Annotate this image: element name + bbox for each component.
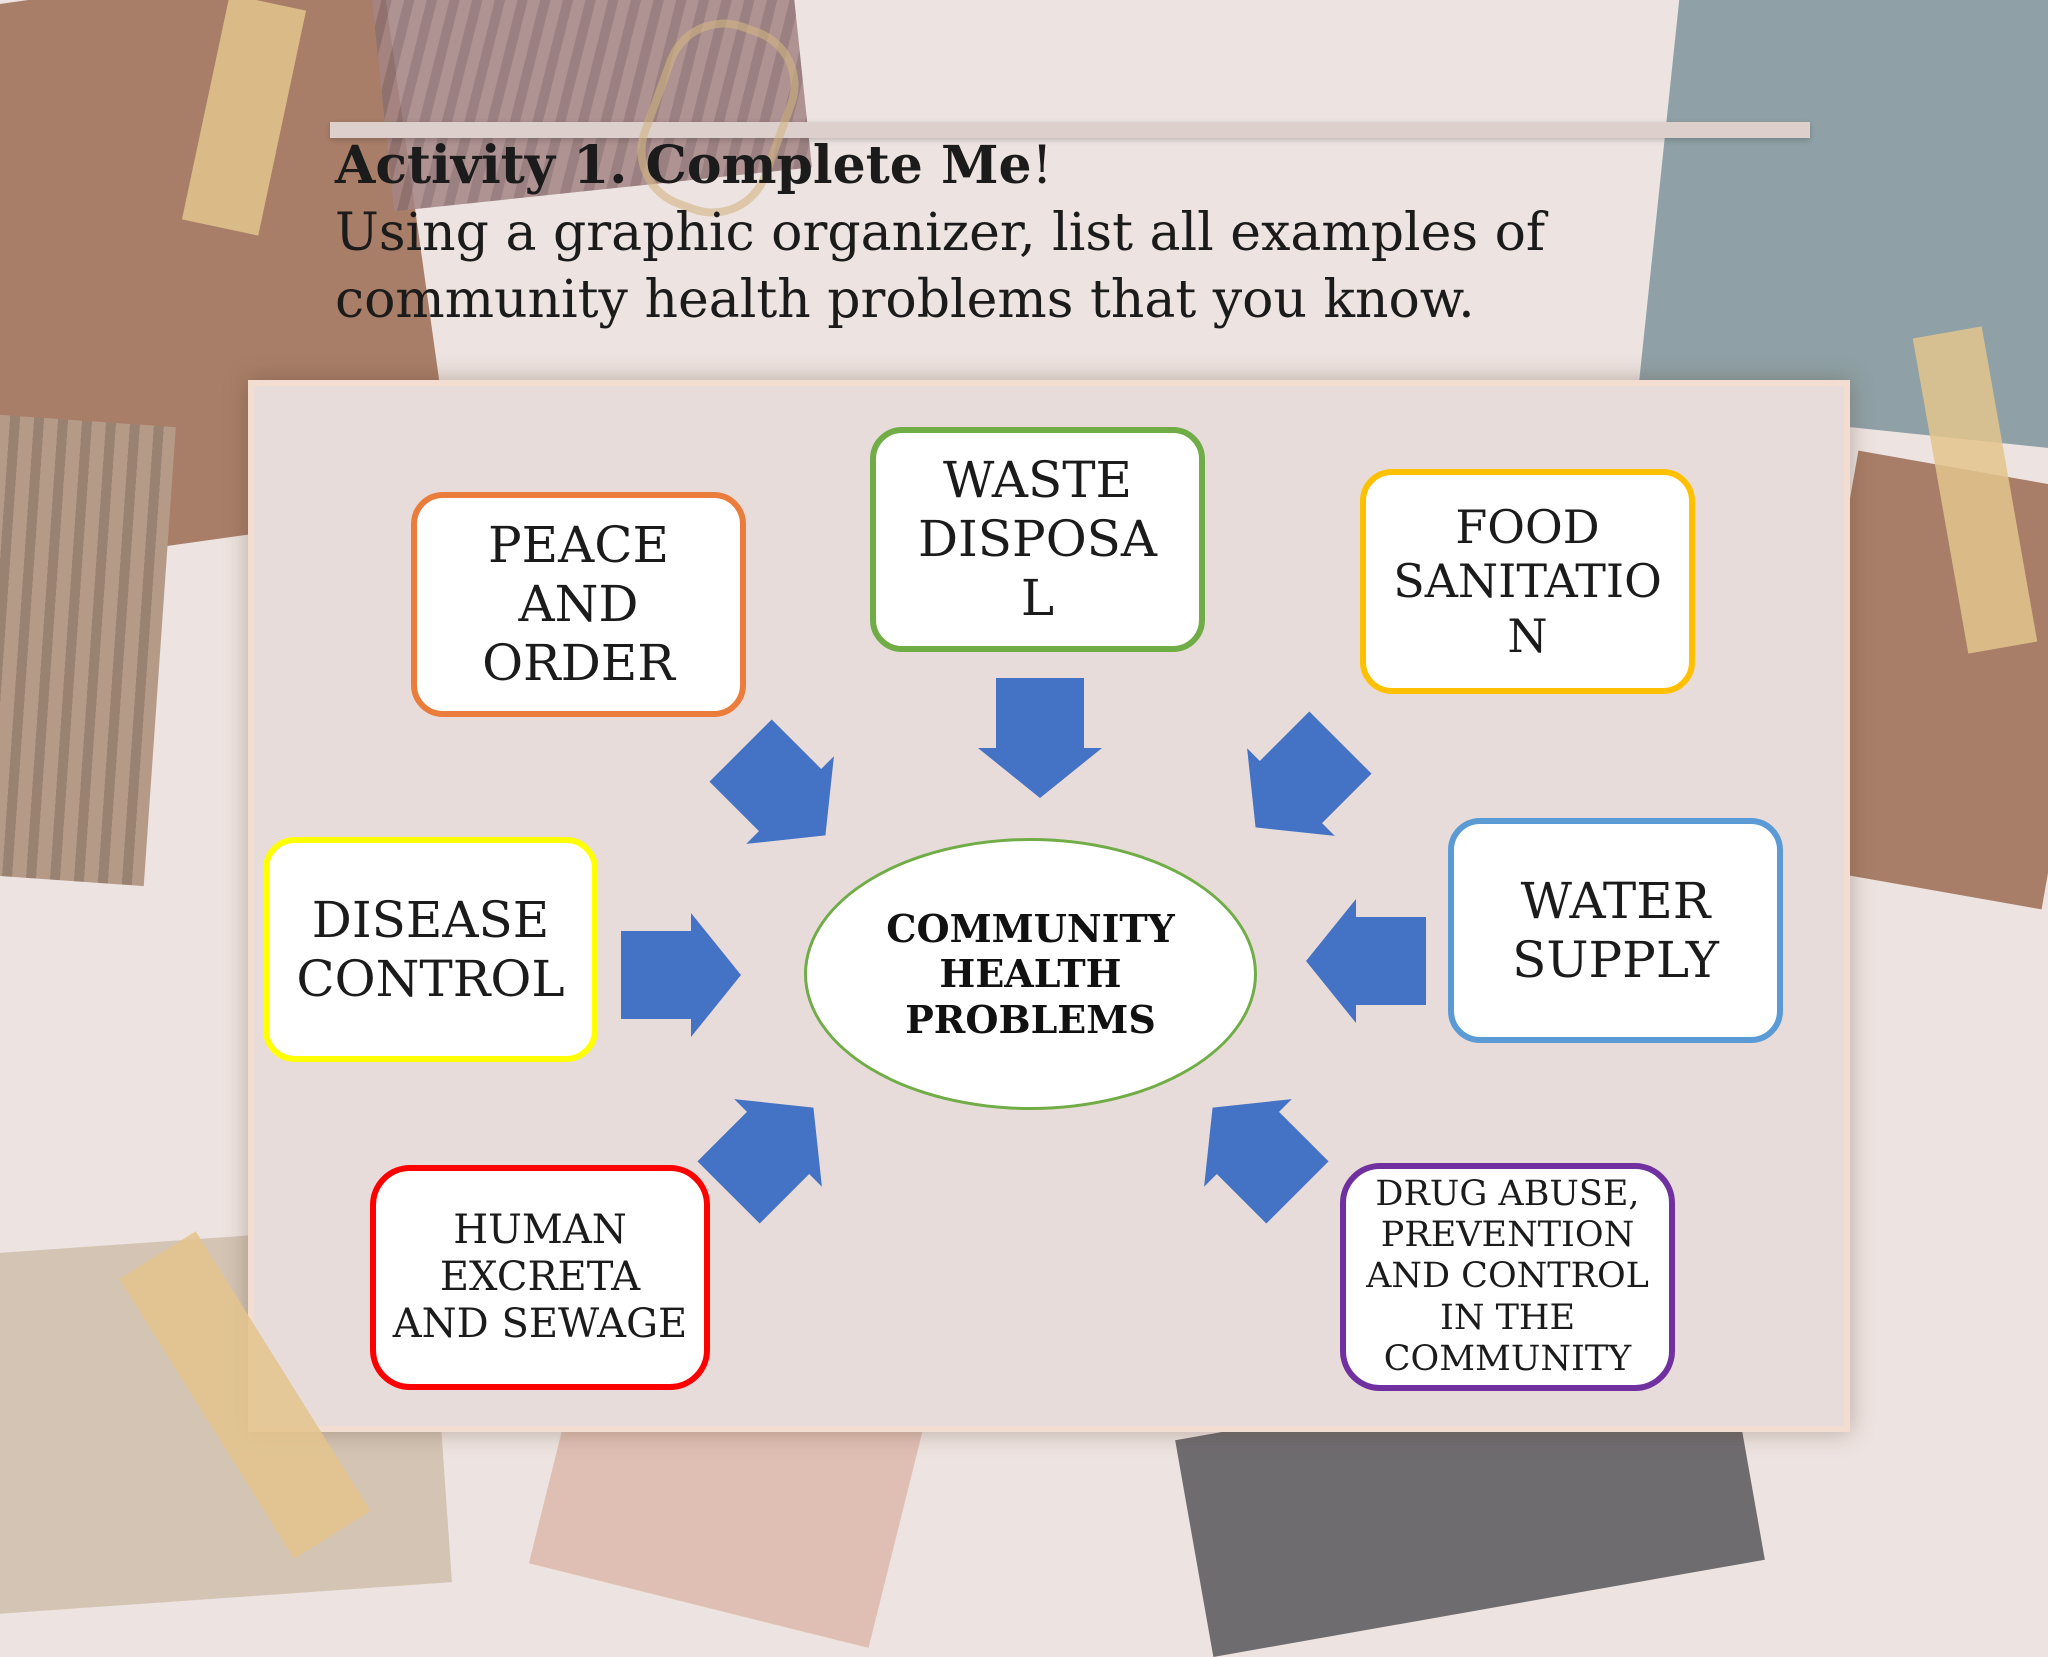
node-drug-abuse: DRUG ABUSE, PREVENTION AND CONTROL IN TH… [1340, 1163, 1675, 1391]
activity-title-end: ! [1031, 136, 1053, 196]
activity-heading: Activity 1. Complete Me! Using a graphic… [335, 132, 1715, 334]
center-community-health-problems: COMMUNITY HEALTH PROBLEMS [804, 838, 1257, 1110]
node-water-supply: WATER SUPPLY [1448, 818, 1783, 1043]
node-food-sanitation: FOOD SANITATIO N [1360, 469, 1695, 694]
activity-title: Activity 1. Complete Me [335, 135, 1032, 196]
arrow-waste-icon [978, 678, 1102, 798]
arrow-human-icon [697, 1099, 822, 1224]
arrow-peace-icon [709, 719, 834, 844]
board-rail [330, 122, 1810, 138]
node-waste-disposal: WASTE DISPOSA L [870, 427, 1205, 652]
node-human-excreta: HUMAN EXCRETA AND SEWAGE [370, 1165, 710, 1390]
node-peace-and-order: PEACE AND ORDER [411, 492, 746, 717]
node-disease-control: DISEASE CONTROL [263, 837, 598, 1062]
arrow-food-icon [1247, 711, 1372, 836]
arrow-disease-icon [621, 913, 741, 1037]
arrows-layer [621, 678, 1426, 1224]
activity-instruction: Using a graphic organizer, list all exam… [335, 203, 1546, 330]
arrow-water-icon [1306, 899, 1426, 1023]
arrow-drug-icon [1204, 1099, 1329, 1224]
